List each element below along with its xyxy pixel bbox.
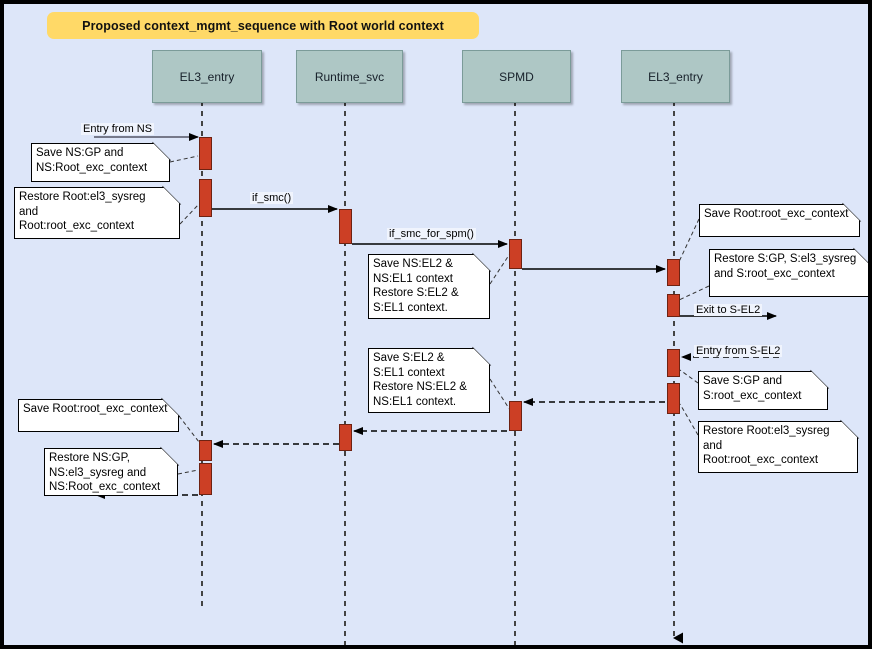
note-restore-root-el3-sysreg-2[interactable]: Restore Root:el3_sysreg and Root:root_ex… <box>698 421 858 473</box>
note-save-ns-el2-restore-s-el2-text: Save NS:EL2 & NS:EL1 context Restore S:E… <box>373 258 459 314</box>
note-restore-root-el3-sysreg-text: Restore Root:el3_sysreg and Root:root_ex… <box>19 191 146 233</box>
act-el3-entry-2[interactable] <box>199 179 212 217</box>
act-el3-entry-3[interactable] <box>199 440 212 461</box>
act-el3-entry-r-3[interactable] <box>667 349 680 377</box>
note-save-ns-gp-text: Save NS:GP and NS:Root_exc_context <box>36 147 148 174</box>
act-el3-entry-r-1[interactable] <box>667 259 680 286</box>
act-el3-entry-1[interactable] <box>199 137 212 170</box>
note-restore-ns-gp-anchor <box>177 469 199 475</box>
note-restore-root-el3-sysreg-anchor <box>179 203 200 225</box>
act-spmd-2[interactable] <box>509 401 522 431</box>
note-restore-root-el3-sysreg-2-text: Restore Root:el3_sysreg and Root:root_ex… <box>703 425 830 467</box>
note-save-s-el2-restore-ns-el2-text: Save S:EL2 & S:EL1 context Restore NS:EL… <box>373 352 467 408</box>
act-el3-entry-r-2[interactable] <box>667 294 680 317</box>
participant-box-p4[interactable]: EL3_entry <box>621 50 730 103</box>
note-save-s-el2-restore-ns-el2[interactable]: Save S:EL2 & S:EL1 context Restore NS:EL… <box>368 348 490 413</box>
note-restore-root-el3-sysreg-2-anchor <box>679 403 699 436</box>
act-runtime-svc-2[interactable] <box>339 424 352 451</box>
message-entry-from-ns-label: Entry from NS <box>81 123 155 135</box>
note-restore-ns-gp-text: Restore NS:GP, NS:el3_sysreg and NS:Root… <box>49 452 161 494</box>
act-runtime-svc-1[interactable] <box>339 209 352 244</box>
note-restore-s-gp-text: Restore S:GP, S:el3_sysreg and S:root_ex… <box>714 253 857 280</box>
note-save-ns-el2-restore-s-el2-anchor <box>489 251 512 285</box>
note-save-root-exc-context-left[interactable]: Save Root:root_exc_context <box>18 399 179 432</box>
note-save-s-gp[interactable]: Save S:GP and S:root_exc_context <box>698 371 828 410</box>
participant-box-p3[interactable]: SPMD <box>462 50 571 103</box>
act-el3-entry-r-4[interactable] <box>667 383 680 414</box>
participant-label: SPMD <box>499 69 534 84</box>
participant-label: EL3_entry <box>179 69 235 84</box>
note-anchor-lines-group <box>169 155 710 475</box>
note-save-root-exc-context-right-text: Save Root:root_exc_context <box>704 208 849 220</box>
diagram-title-text: Proposed context_mgmt_sequence with Root… <box>82 18 444 33</box>
note-save-root-exc-context-left-text: Save Root:root_exc_context <box>23 403 168 415</box>
participant-box-p2[interactable]: Runtime_svc <box>296 50 403 103</box>
message-if-smc-label: if_smc() <box>250 192 294 204</box>
message-entry-from-s-el2-label: Entry from S-EL2 <box>694 345 783 357</box>
participant-label: EL3_entry <box>648 69 703 84</box>
act-spmd-1[interactable] <box>509 239 522 269</box>
note-save-s-el2-restore-ns-el2-anchor <box>489 378 511 411</box>
note-save-s-gp-text: Save S:GP and S:root_exc_context <box>703 375 802 402</box>
note-save-root-exc-context-right-anchor <box>676 218 700 267</box>
note-restore-root-el3-sysreg[interactable]: Restore Root:el3_sysreg and Root:root_ex… <box>14 187 180 239</box>
diagram-vector-layer <box>94 101 868 645</box>
note-save-ns-el2-restore-s-el2[interactable]: Save NS:EL2 & NS:EL1 context Restore S:E… <box>368 254 490 319</box>
participant-label: Runtime_svc <box>314 69 385 84</box>
note-save-root-exc-context-right[interactable]: Save Root:root_exc_context <box>699 204 860 237</box>
note-restore-s-gp[interactable]: Restore S:GP, S:el3_sysreg and S:root_ex… <box>709 249 871 297</box>
note-save-ns-gp[interactable]: Save NS:GP and NS:Root_exc_context <box>31 143 170 182</box>
note-save-root-exc-context-left-anchor <box>178 415 200 443</box>
note-restore-s-gp-anchor <box>678 285 710 301</box>
note-save-ns-gp-anchor <box>169 155 199 163</box>
message-exit-to-s-el2-label: Exit to S-EL2 <box>694 304 763 316</box>
note-save-s-gp-anchor <box>679 369 699 384</box>
diagram-title-banner: Proposed context_mgmt_sequence with Root… <box>47 12 479 39</box>
message-if-smc-for-spm-label: if_smc_for_spm() <box>387 228 476 240</box>
participant-box-p1[interactable]: EL3_entry <box>152 50 262 103</box>
act-el3-entry-4[interactable] <box>199 463 212 495</box>
note-restore-ns-gp[interactable]: Restore NS:GP, NS:el3_sysreg and NS:Root… <box>44 448 178 496</box>
